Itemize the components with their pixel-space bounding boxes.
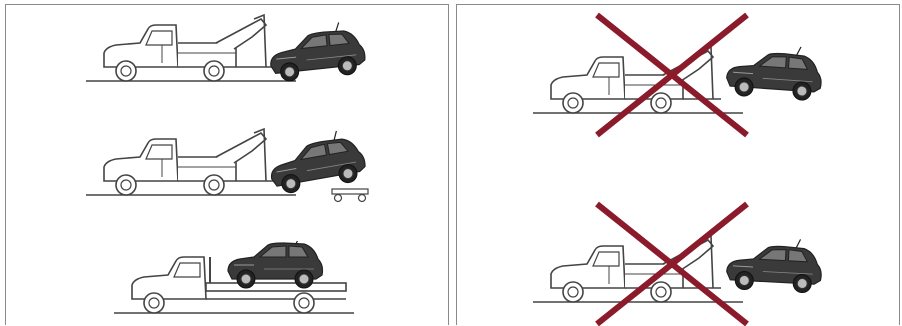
suv-icon	[726, 236, 823, 294]
illustration-wheel-lift-with-dollies	[86, 123, 386, 215]
suv-icon	[726, 42, 824, 101]
suv-icon	[228, 241, 323, 288]
correct-towing-panel	[5, 4, 449, 325]
illustration-flatbed-transport	[114, 241, 364, 321]
illustration-sling-tow-prohibited	[533, 200, 843, 326]
illustration-rear-raised-prohibited	[533, 11, 843, 141]
tow-truck-icon	[86, 15, 296, 81]
suv-icon	[267, 20, 367, 83]
tow-truck-icon	[86, 129, 296, 195]
wheel-dolly-icon	[332, 189, 368, 202]
incorrect-towing-panel	[456, 4, 900, 325]
illustration-wheel-lift-front-raised	[86, 11, 386, 91]
suv-icon	[265, 127, 367, 196]
